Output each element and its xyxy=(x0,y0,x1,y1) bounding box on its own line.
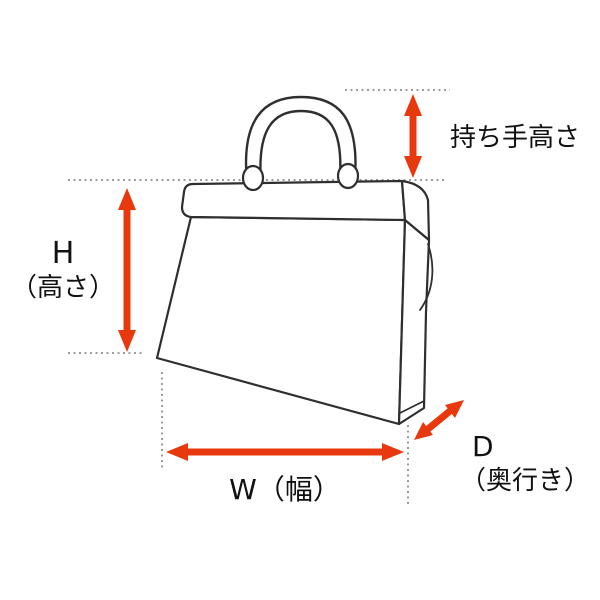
height-symbol-label: H xyxy=(52,236,75,271)
handle-height-arrow xyxy=(404,94,422,178)
depth-arrow-line xyxy=(425,408,453,432)
height-arrow-head-down xyxy=(118,330,136,352)
guide-lines xyxy=(68,89,450,505)
handle-height-arrow-head-down xyxy=(404,156,422,178)
bag-handle-outer xyxy=(244,95,357,184)
depth-arrow-head-upper xyxy=(445,400,464,418)
height-arrow xyxy=(118,188,136,352)
bag-side-panel xyxy=(397,218,431,426)
bag-handle-mount-left xyxy=(241,164,265,192)
bag-flap xyxy=(180,179,407,222)
bag-flap-side xyxy=(400,179,431,242)
bag-bottom-seam xyxy=(399,400,425,414)
width-arrow xyxy=(166,443,404,461)
depth-symbol-label: D xyxy=(472,430,494,463)
width-label: W（幅） xyxy=(229,473,341,506)
handle-height-label: 持ち手高さ xyxy=(450,123,580,153)
depth-arrow-head-lower xyxy=(414,422,433,440)
height-arrow-head-up xyxy=(118,188,136,210)
bag-handle-inner xyxy=(259,109,342,184)
bag-front-panel xyxy=(155,215,407,426)
width-arrow-head-left xyxy=(166,443,188,461)
bag-illustration xyxy=(155,95,434,426)
width-arrow-head-right xyxy=(382,443,404,461)
bag-handle-mount-right xyxy=(336,162,360,190)
bag-side-crease xyxy=(419,243,434,311)
depth-name-label: （奥行き） xyxy=(460,466,590,496)
height-name-label: （高さ） xyxy=(11,273,115,303)
depth-arrow xyxy=(414,400,464,440)
handle-height-arrow-head-up xyxy=(404,94,422,116)
dimension-labels: 持ち手高さ H （高さ） W（幅） D （奥行き） xyxy=(11,123,590,506)
